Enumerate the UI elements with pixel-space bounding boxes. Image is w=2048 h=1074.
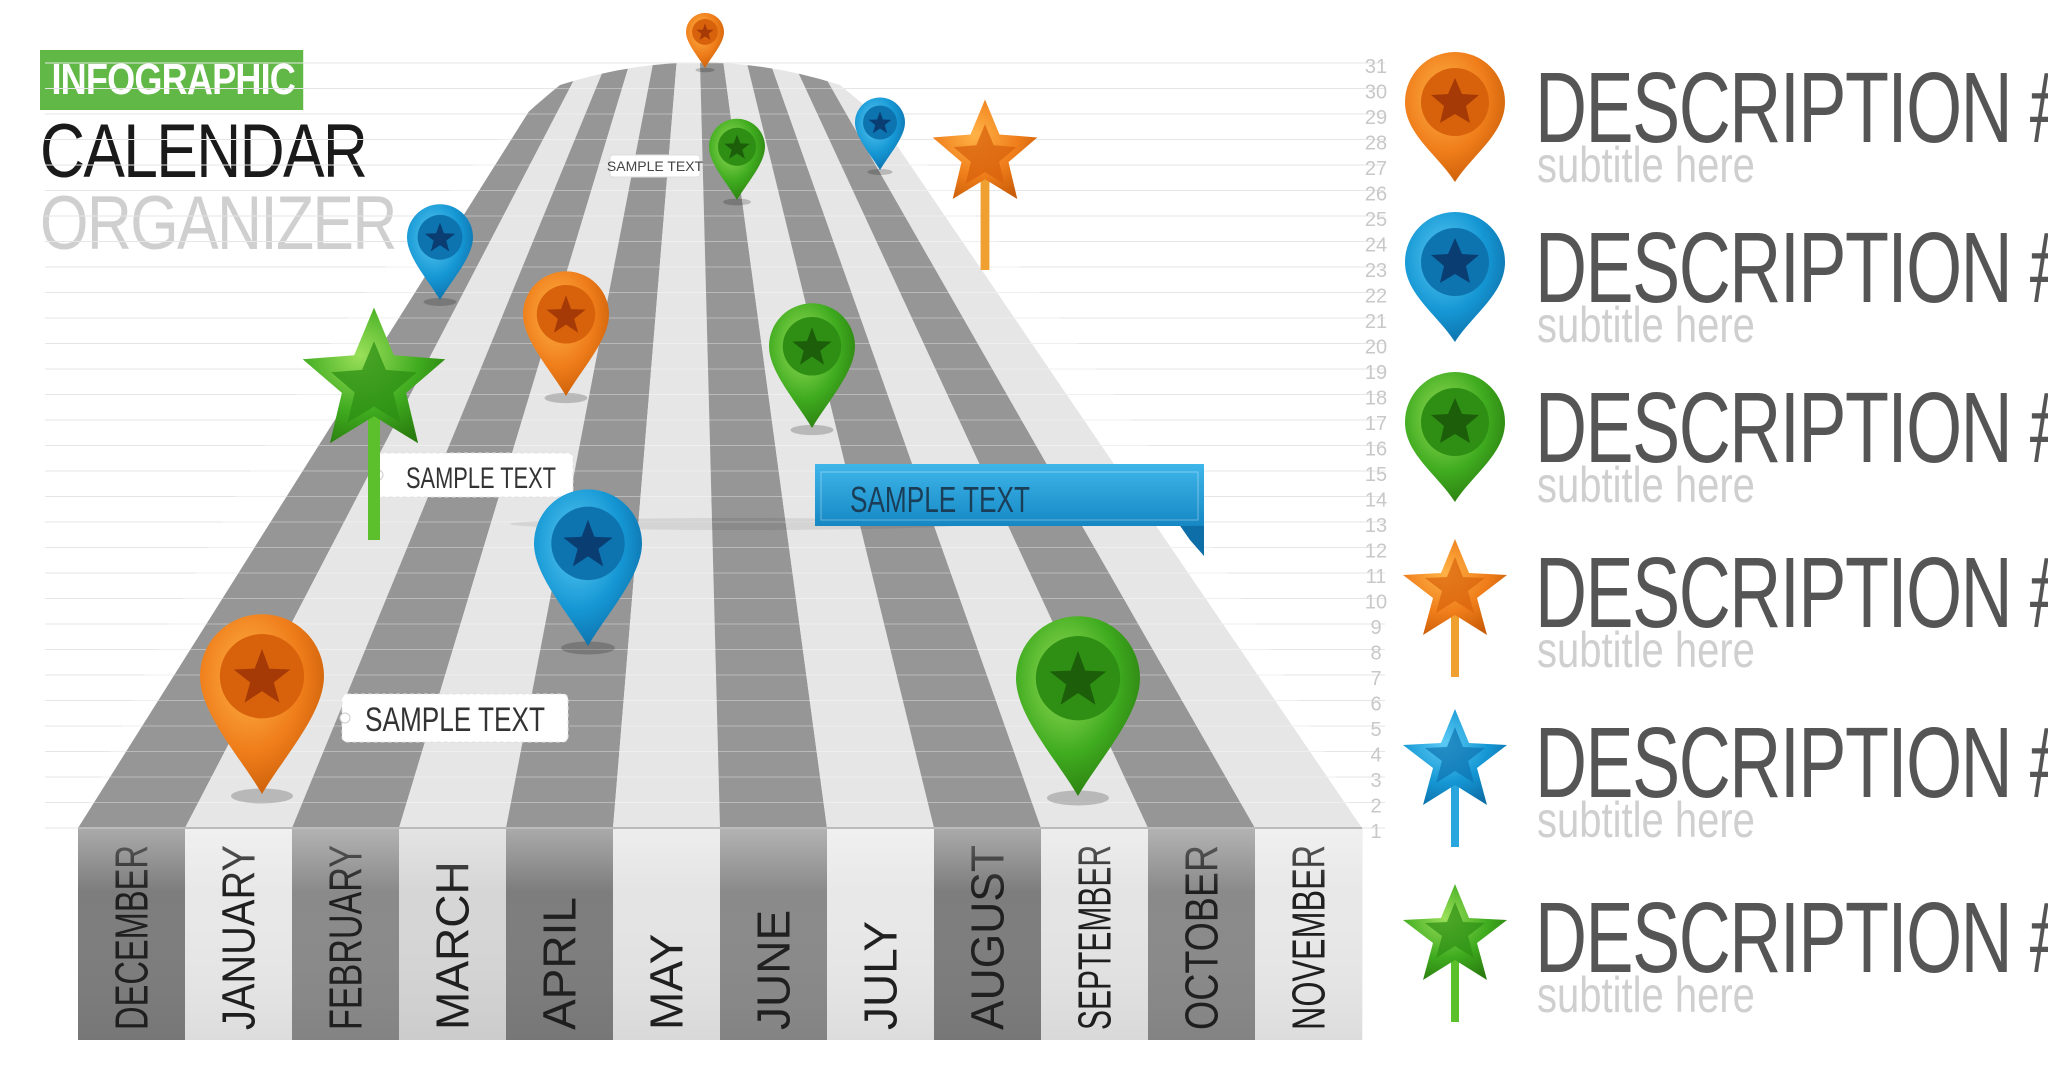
day-number: 25 — [1365, 209, 1387, 231]
orange-pin-icon — [1405, 52, 1505, 182]
month-stripe — [700, 62, 827, 828]
legend-title-4: DESCRIPTION #4 — [1535, 537, 2048, 649]
legend-item-2: DESCRIPTION #2 subtitle here — [1395, 210, 2048, 360]
small-sample-callout: SAMPLE TEXT — [607, 154, 704, 178]
month-stripe — [292, 62, 630, 828]
green-pin-icon — [709, 118, 765, 206]
day-number: 9 — [1370, 617, 1381, 639]
green-pin-icon — [1405, 372, 1505, 502]
day-number: 5 — [1370, 719, 1381, 741]
legend-subtitle-3: subtitle here — [1537, 457, 1755, 513]
day-number: 22 — [1365, 286, 1387, 308]
month-stripe — [506, 62, 677, 828]
day-number: 20 — [1365, 337, 1387, 359]
orange-pin-callout: SAMPLE TEXT — [339, 693, 569, 743]
legend-subtitle-6: subtitle here — [1537, 967, 1755, 1023]
green-pin-icon — [1016, 616, 1140, 806]
title-organizer: ORGANIZER — [40, 181, 397, 266]
blue-star-flag-icon — [1403, 709, 1507, 847]
day-number: 6 — [1370, 694, 1381, 716]
legend-title-6: DESCRIPTION #6 — [1535, 882, 2048, 994]
legend-title-3: DESCRIPTION #3 — [1535, 372, 2048, 484]
legend-subtitle-1: subtitle here — [1537, 137, 1755, 193]
blue-pin-icon — [1405, 212, 1505, 342]
day-number: 4 — [1370, 745, 1381, 767]
day-number: 15 — [1365, 464, 1387, 486]
month-stripe — [723, 62, 934, 828]
legend-subtitle-2: subtitle here — [1537, 297, 1755, 353]
month-stripe — [613, 62, 720, 828]
legend-item-6: DESCRIPTION #6 subtitle here — [1395, 880, 2048, 1030]
month-base: DECEMBERJANUARYFEBRUARYMARCHAPRILMAYJUNE… — [78, 827, 1363, 1040]
legend-subtitle-5: subtitle here — [1537, 792, 1755, 848]
blue-pin-icon — [407, 204, 473, 306]
day-number: 12 — [1365, 541, 1387, 563]
green-star-flag-icon — [302, 307, 446, 540]
legend-title-2: DESCRIPTION #2 — [1535, 212, 2048, 324]
legend-item-4: DESCRIPTION #4 subtitle here — [1395, 535, 2048, 685]
title-calendar: CALENDAR — [40, 109, 368, 194]
legend-item-1: DESCRIPTION #1 subtitle here — [1395, 50, 2048, 200]
day-number: 16 — [1365, 439, 1387, 461]
day-number: 1 — [1370, 821, 1381, 843]
day-number: 19 — [1365, 362, 1387, 384]
day-number: 30 — [1365, 82, 1387, 104]
orange-pin-icon — [523, 271, 609, 404]
blue-sample-banner: SAMPLE TEXT — [510, 464, 1204, 556]
legend-title-5: DESCRIPTION #5 — [1535, 707, 2048, 819]
day-number: 26 — [1365, 184, 1387, 206]
blue-banner-text: SAMPLE TEXT — [850, 479, 1030, 520]
day-number: 18 — [1365, 388, 1387, 410]
day-number: 21 — [1365, 311, 1387, 333]
day-number: 17 — [1365, 413, 1387, 435]
legend-item-3: DESCRIPTION #3 subtitle here — [1395, 370, 2048, 520]
legend-item-5: DESCRIPTION #5 subtitle here — [1395, 705, 2048, 855]
day-number: 10 — [1365, 592, 1387, 614]
day-number: 11 — [1366, 566, 1387, 588]
month-stripe — [399, 62, 654, 828]
day-number: 29 — [1365, 107, 1387, 129]
day-number: 27 — [1365, 158, 1387, 180]
month-stripe — [793, 62, 1255, 828]
small-callout-text: SAMPLE TEXT — [607, 158, 704, 174]
day-numbers: 1234567891011121314151617181920212223242… — [1365, 56, 1387, 843]
day-number: 28 — [1365, 133, 1387, 155]
calendar-road-diagram: DECEMBERJANUARYFEBRUARYMARCHAPRILMAYJUNE… — [45, 12, 1387, 1040]
orange-pin-icon — [200, 614, 324, 804]
day-number: 31 — [1365, 56, 1387, 78]
day-number: 14 — [1365, 490, 1387, 512]
day-number: 3 — [1370, 770, 1381, 792]
legend-title-1: DESCRIPTION #1 — [1535, 52, 2048, 164]
day-number: 8 — [1370, 643, 1381, 665]
day-number: 2 — [1370, 796, 1381, 818]
blue-pin-icon — [855, 97, 905, 175]
legend-subtitle-4: subtitle here — [1537, 622, 1755, 678]
month-stripe — [746, 62, 1041, 828]
orange-star-flag-icon — [932, 99, 1038, 270]
day-number: 7 — [1370, 668, 1381, 690]
day-number: 13 — [1365, 515, 1387, 537]
orange-pin-callout-text: SAMPLE TEXT — [365, 701, 545, 739]
month-stripe — [816, 62, 1362, 828]
blue-pin-icon — [534, 489, 642, 655]
green-star-callout-text: SAMPLE TEXT — [406, 462, 556, 495]
orange-pin-icon — [686, 12, 724, 73]
day-number: 24 — [1365, 235, 1387, 257]
green-pin-icon — [769, 303, 855, 436]
green-star-callout: SAMPLE TEXT — [372, 452, 574, 498]
green-star-flag-icon — [1403, 884, 1507, 1022]
orange-star-flag-icon — [1403, 539, 1507, 677]
day-number: 23 — [1365, 260, 1387, 282]
